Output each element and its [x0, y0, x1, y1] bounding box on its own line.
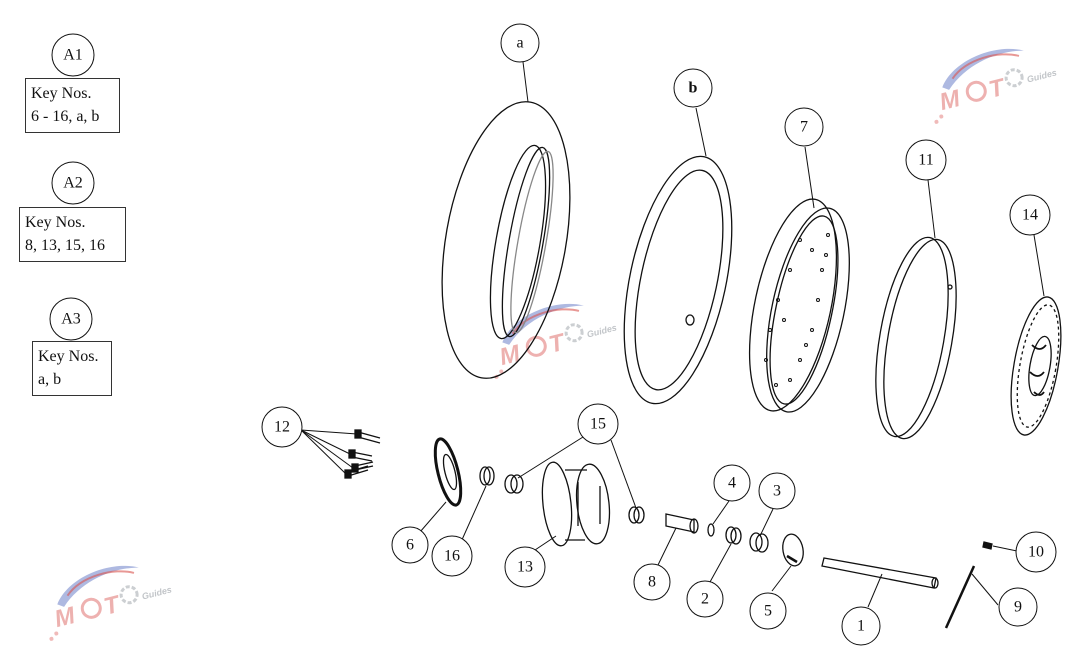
key-title: Key Nos.: [38, 348, 99, 365]
rim: [748, 198, 850, 413]
spacer-collar: [665, 513, 699, 534]
spoke-holes: [764, 233, 830, 387]
bearing: [479, 466, 495, 486]
seal: [725, 526, 742, 545]
tire: [441, 101, 571, 379]
assembly-A1-callout: A1: [51, 33, 95, 77]
svg-text:A3: A3: [61, 311, 81, 328]
callout-1: 1: [857, 618, 865, 635]
callout-4: 4: [728, 475, 736, 492]
speed-drive: [782, 533, 804, 567]
bolts: [344, 429, 381, 479]
callout-b: b: [689, 80, 698, 97]
callout-2: 2: [701, 591, 709, 608]
callout-a: a: [516, 35, 523, 52]
key-title: Key Nos.: [25, 214, 86, 231]
callout-7: 7: [800, 119, 808, 136]
callout-13: 13: [517, 559, 533, 576]
collar: [749, 532, 769, 553]
cotter-pin: [944, 565, 976, 629]
inner-tube: [623, 155, 733, 405]
spacer-right: [628, 506, 645, 524]
assembly-A3-key-box: Key Nos. a, b: [32, 341, 112, 396]
callout-5: 5: [764, 603, 772, 620]
axle-nut: [982, 541, 993, 550]
callout-8: 8: [648, 574, 656, 591]
callout-6: 6: [406, 537, 414, 554]
brake-disc: [1010, 296, 1062, 436]
callout-15: 15: [590, 416, 606, 433]
assembly-A1-key-box: Key Nos. 6 - 16, a, b: [25, 78, 120, 133]
key-items: 6 - 16, a, b: [31, 108, 100, 125]
svg-text:A2: A2: [63, 175, 83, 192]
rim-band: [875, 236, 957, 440]
key-title: Key Nos.: [31, 85, 92, 102]
assembly-A2-callout: A2: [51, 161, 95, 205]
assembly-A3-callout: A3: [49, 297, 93, 341]
callout-11: 11: [918, 152, 933, 169]
callout-14: 14: [1022, 207, 1038, 224]
callout-9: 9: [1014, 599, 1022, 616]
callout-12: 12: [274, 419, 290, 436]
key-items: 8, 13, 15, 16: [25, 237, 105, 254]
axle: [821, 557, 939, 589]
key-items: a, b: [38, 371, 62, 388]
drive-flange: [433, 437, 463, 507]
washer: [707, 523, 715, 537]
callout-3: 3: [773, 483, 781, 500]
leader-lines: [300, 61, 1045, 608]
assembly-A2-key-box: Key Nos. 8, 13, 15, 16: [19, 207, 126, 262]
watermark-logo: [34, 552, 179, 643]
hub: [541, 461, 611, 547]
callout-16: 16: [444, 548, 460, 565]
callout-10: 10: [1028, 544, 1044, 561]
svg-text:A1: A1: [63, 47, 83, 64]
watermark-logo: [919, 35, 1064, 126]
spacer-left: [504, 474, 524, 494]
